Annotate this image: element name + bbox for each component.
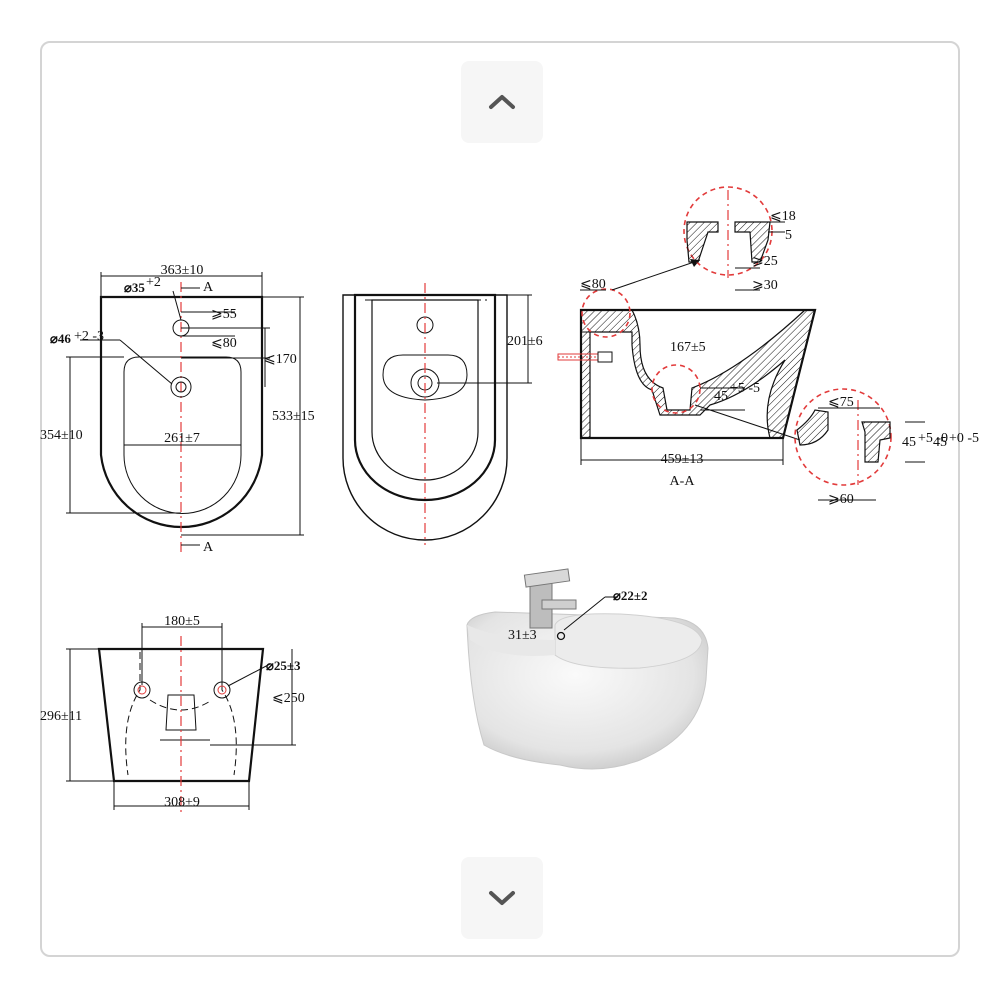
front-outline xyxy=(99,295,264,529)
front-bowl xyxy=(123,356,242,514)
section-depth-label: 167±5 xyxy=(670,340,706,355)
detail-right-45b-label: 45 xyxy=(933,435,947,450)
front-view: 363±10 ⌀35 +2 A ⩾55 ⌀46 +2 -3 ⩽80 ⩽170 3… xyxy=(40,263,315,555)
wall-bolt xyxy=(557,351,613,363)
inner-depth-label: 354±10 xyxy=(40,428,83,443)
middle-rim xyxy=(353,293,497,502)
detail-right: ⩽75 45 +5 -0 45 +0 -5 ⩾60 xyxy=(794,388,979,507)
section-walls xyxy=(580,309,816,439)
detail-right-45a-tol: +5 -0 xyxy=(918,431,948,446)
middle-outline xyxy=(342,294,508,541)
previous-image-button[interactable] xyxy=(461,61,543,143)
chevron-down-icon xyxy=(489,891,515,905)
detail-circle-right xyxy=(794,388,892,486)
drain-tol-label: +5 -5 xyxy=(730,381,760,396)
detail-circle-top xyxy=(683,186,773,276)
total-length-label: 533±15 xyxy=(272,409,315,424)
faucet xyxy=(523,568,577,629)
inner-width-label: 261±7 xyxy=(164,431,200,446)
detail-top-18-label: ⩽18 xyxy=(770,209,796,224)
section-title: A-A xyxy=(670,474,696,489)
back-height-label: 296±11 xyxy=(40,709,82,724)
next-image-button[interactable] xyxy=(461,857,543,939)
detail-right-45b-tol: +0 -5 xyxy=(949,431,979,446)
tap-hole-photo-label: ⌀22±2 xyxy=(613,588,647,603)
dim-55-label: ⩾55 xyxy=(211,307,237,322)
dim-170-label: ⩽170 xyxy=(264,352,297,367)
hole-small-tol: +2 xyxy=(146,275,161,290)
detail-top-30-label: ⩾30 xyxy=(752,278,778,293)
section-length-label: 459±13 xyxy=(661,452,704,467)
detail-right-45a-label: 45 xyxy=(902,435,916,450)
detail-circle-drain xyxy=(651,364,701,414)
section-view: ⩽80 167±5 45 +5 -5 459±13 A-A xyxy=(557,259,817,489)
product-photo: ⌀22±2 31±3 xyxy=(466,568,709,770)
bidet-bowl xyxy=(554,613,703,669)
dim-80-label: ⩽80 xyxy=(211,336,237,351)
chevron-up-icon xyxy=(489,95,515,109)
middle-view: 201±6 xyxy=(342,283,543,545)
detail-top-5-label: 5 xyxy=(785,228,792,243)
tap-offset-label: 31±3 xyxy=(508,628,537,643)
section-dim-80-label: ⩽80 xyxy=(580,277,606,292)
back-width-label: 308±9 xyxy=(164,795,200,810)
detail-top-25-label: ⩾25 xyxy=(752,254,778,269)
dim-250-label: ⩽250 xyxy=(272,691,305,706)
front-width-label: 363±10 xyxy=(161,263,204,278)
drain-height-label: 45 xyxy=(714,389,728,404)
image-viewer-frame xyxy=(40,41,960,957)
detail-top: ⩽18 5 ⩾25 ⩾30 xyxy=(683,186,796,293)
hole-large-label: ⌀46 xyxy=(50,331,71,346)
middle-offset-label: 201±6 xyxy=(507,334,543,349)
detail-right-60-label: ⩾60 xyxy=(828,492,854,507)
bolt-spacing-label: 180±5 xyxy=(164,614,200,629)
section-mark-top: A xyxy=(203,280,214,295)
detail-circle-left xyxy=(581,288,631,338)
drain-hole xyxy=(170,376,192,398)
hole-large-tol: +2 -3 xyxy=(74,329,104,344)
middle-bowl xyxy=(371,299,479,481)
hole-small-label: ⌀35 xyxy=(124,280,145,295)
back-view: 180±5 ⌀25±3 296±11 ⩽250 308±9 xyxy=(40,614,305,812)
bolt-hole-label: ⌀25±3 xyxy=(266,658,301,673)
detail-right-75-label: ⩽75 xyxy=(828,395,854,410)
section-mark-bottom: A xyxy=(203,540,214,555)
